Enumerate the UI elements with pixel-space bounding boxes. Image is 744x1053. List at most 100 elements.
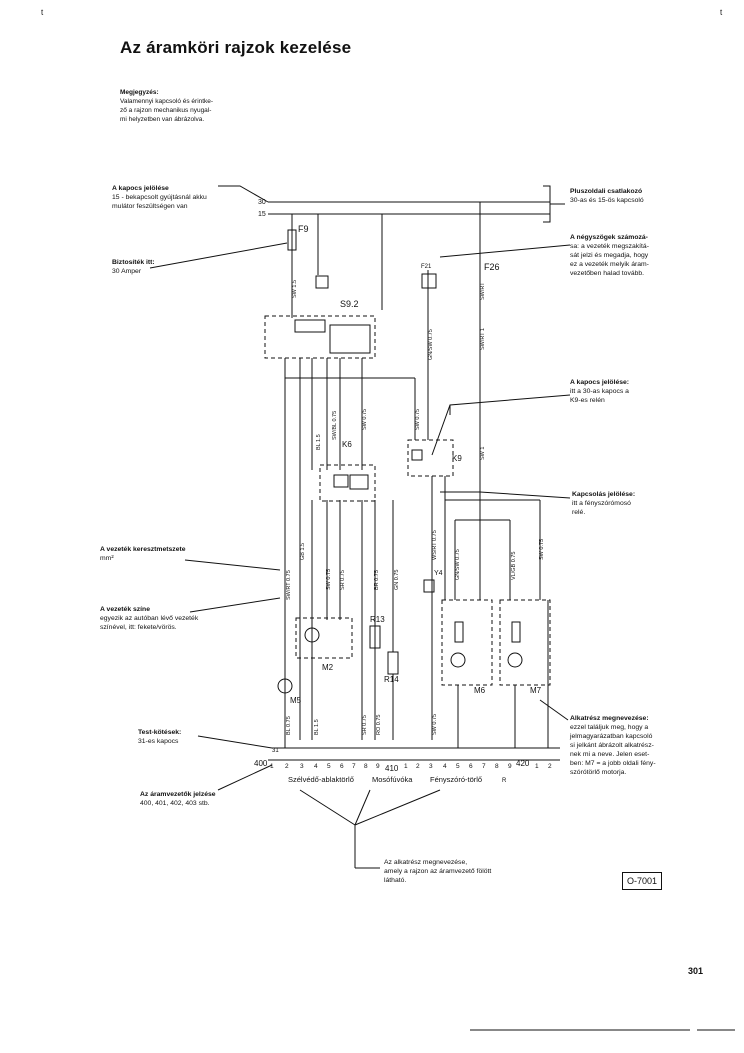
annotation-ground: Test-kötések: 31-es kapocs [138,728,238,746]
leader-fuse [149,242,288,269]
r13-label: R13 [370,615,385,624]
fuse-f26-label: F26 [484,262,500,272]
wire-label: SR 0.75 [362,715,368,735]
resistor-r14 [387,651,399,675]
m7-label: M7 [530,686,542,695]
motor-m7-box [499,599,551,686]
annotation-line: si jelkánt ábrázolt alkatrész- [570,742,654,749]
wire-label: SW/RT 0.75 [286,570,292,600]
track-digit: 8 [364,763,368,770]
annotation-heading: Test-kötések: [138,729,182,736]
wire-label: GN/SW 0.75 [428,329,434,360]
leader-color [189,597,281,613]
diagram-code: O-7001 [622,872,663,890]
relay-k9 [407,439,454,477]
track-digit: 2 [416,763,420,770]
annotation-line: ezzel találjuk meg, hogy a [570,724,649,731]
track-digit: 4 [314,763,318,770]
track-410-label: 410 [385,764,399,773]
wire-label: SW 1 [480,447,486,460]
annotation-heading: Alkatrész megnevezése: [570,715,649,722]
note-line: ző a rajzon mechanikus nyugal- [120,107,212,114]
track-digit: 5 [327,763,331,770]
wire-label: SW/RT [480,282,486,300]
note-block: Megjegyzés: Valamennyi kapcsoló és érint… [120,88,260,124]
annotation-line: 30-as és 15-ös kapcsoló [570,197,644,204]
leader-k9-terminal [431,394,571,456]
note-line: Valamennyi kapcsoló és érintke- [120,98,214,105]
page-number: 301 [688,966,704,976]
category-headlamp: Fényszóró-törlő [430,775,482,784]
wire-label: SW/RT 1 [480,328,486,350]
track-420-label: 420 [516,759,530,768]
valve-y4 [423,579,435,593]
bottom-note: Az alkatrész megnevezése, amely a rajzon… [384,858,524,885]
leader-terminal [218,185,269,203]
annotation-line: látható. [384,877,407,884]
annotation-heading: Pluszoldali csatlakozó [570,188,643,195]
annotation-cross-section: A vezeték keresztmetszete mm² [100,545,240,563]
switch-s92-label: S9.2 [340,299,359,309]
annotation-line: 15 - bekapcsolt gyújtásnál akku [112,194,207,201]
annotation-line: ez a vezeték melyik áram- [570,261,649,268]
relay-k6-label: K6 [342,440,352,449]
annotation-line: mm² [100,555,114,562]
wire-label: SW 0.75 [362,409,368,430]
annotation-k9-connection: Kapcsolás jelölése: itt a fényszórómosó … [572,490,692,517]
corner-mark-right: t [720,8,723,17]
corner-mark-left: t [41,8,44,17]
fuse-f21-label: F21 [421,264,432,270]
annotation-heading: A kapocs jelölése [112,185,169,192]
fuse-box-small [315,275,329,289]
m6-label: M6 [474,686,486,695]
annotation-heading: Az áramvezetők jelzése [140,791,216,798]
annotation-line: ben: M7 = a jobb oldali fény- [570,760,656,767]
annotation-line: itt a 30-as kapocs a [570,388,629,395]
motor-m6-box [441,599,493,686]
category-washer: Mosófúvóka [372,775,413,784]
annotation-line: jelmagyarázatban kapcsoló [570,733,653,740]
wire-label: SW 1.5 [292,280,298,298]
annotation-line: szórótörlő motorja. [570,769,627,776]
annotation-line: vezetőben halad tovább. [570,270,645,277]
annotation-line: 400, 401, 402, 403 stb. [140,800,210,807]
relay-k6 [319,464,376,502]
r14-label: R14 [384,675,399,684]
track-digit: 9 [508,763,512,770]
annotation-heading: A négyszögek számozá- [570,234,648,241]
track-digit: 3 [429,763,433,770]
track-400-label: 400 [254,759,268,768]
annotation-line: nek mi a neve. Jelen eset- [570,751,650,758]
annotation-line: színével, itt: fekete/vörös. [100,624,177,631]
category-wiper: Szélvédő-ablaktörlő [288,775,354,784]
wire-label: GN 0.75 [394,570,400,590]
track-digit: 1 [404,763,408,770]
annotation-line: amely a rajzon az áramvezető fölött [384,868,492,875]
leader-cross-section [184,559,281,571]
annotation-line: 30 Amper [112,268,142,275]
annotation-k9-terminal: A kapocs jelölése: itt a 30-as kapocs a … [570,378,690,405]
wire-label: SW/BL 0.75 [332,411,338,440]
track-digit: 8 [495,763,499,770]
m5-label: M5 [290,696,302,705]
fuse-f9-label: F9 [298,224,309,234]
wire-label: BR 0.75 [374,570,380,590]
annotation-squares: A négyszögek számozá- sa: a vezeték megs… [570,233,690,278]
plus-bracket [543,185,551,223]
wire-label: RO 0.75 [376,715,382,735]
track-digit: 1 [535,763,539,770]
wire-label: SW 0.75 [539,539,545,560]
y4-label: Y4 [434,570,443,577]
wire-label: SR 0.75 [340,570,346,590]
annotation-line: mulátor feszültségen van [112,203,188,210]
track-digit: 5 [456,763,460,770]
resistor-r13 [369,625,381,649]
motor-m2-box [295,617,353,659]
note-line: mi helyzetben van ábrázolva. [120,116,205,123]
rail-30-label: 30 [258,199,266,206]
note-heading: Megjegyzés: [120,89,159,96]
motor-m7 [507,652,523,668]
track-digit: 4 [443,763,447,770]
leader-track [217,764,273,791]
wire-label: WS/RT 0.75 [432,530,438,560]
